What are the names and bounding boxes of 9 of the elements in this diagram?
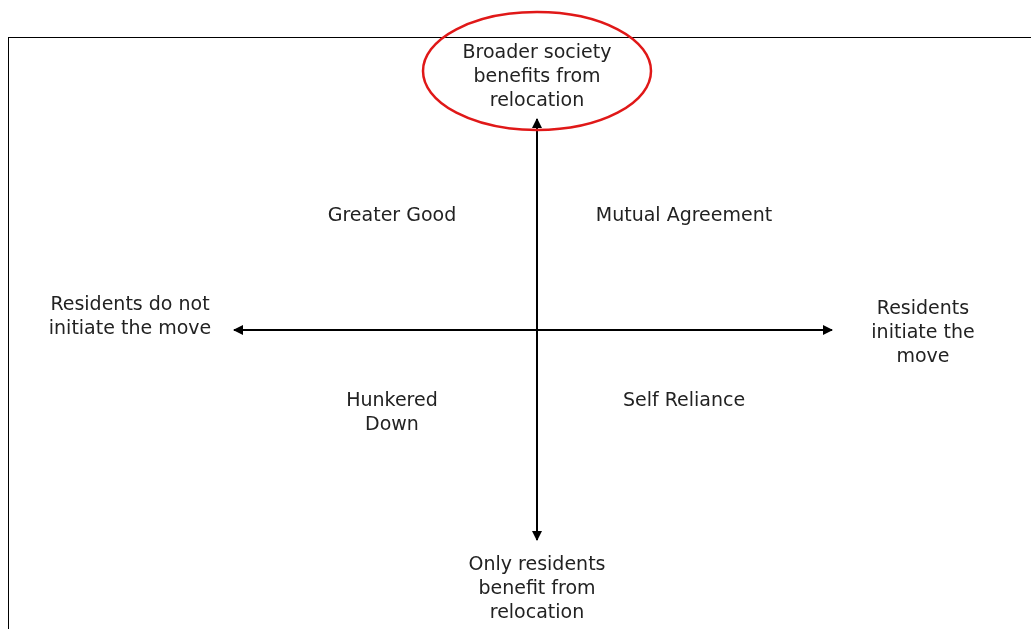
axis-label: Residents do not initiate the move	[47, 291, 213, 339]
axis-label: Broader society benefits from relocation	[461, 39, 613, 111]
axis-label: Only residents benefit from relocation	[467, 551, 607, 623]
axis-label: Residents initiate the move	[870, 295, 976, 367]
quadrant-label: Self Reliance	[621, 387, 747, 411]
quadrant-label: Greater Good	[326, 202, 458, 226]
quadrant-label: Mutual Agreement	[594, 202, 774, 226]
highlighted-axis-label	[421, 10, 653, 132]
quadrant-label: Hunkered Down	[345, 387, 439, 435]
